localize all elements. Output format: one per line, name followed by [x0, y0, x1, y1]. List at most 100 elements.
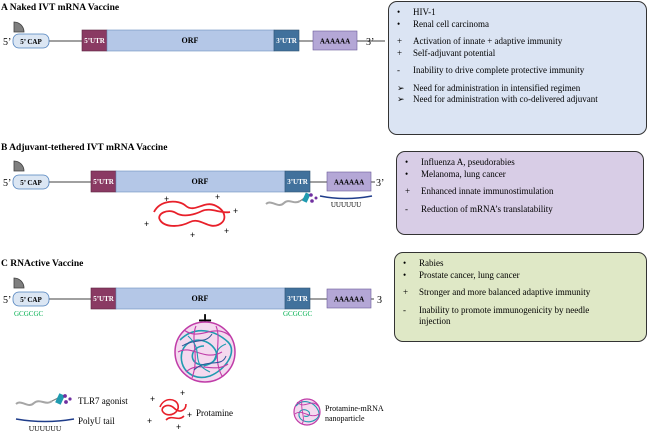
panel-b-title: B Adjuvant-tethered IVT mRNA Vaccine	[1, 143, 167, 153]
box-line-text: Inability to promote immunogenicity by n…	[419, 304, 590, 315]
box-line-marker: +	[405, 186, 411, 196]
legend-nanoparticle-icon	[293, 398, 321, 426]
panel-b-five-prime: 5’	[3, 178, 11, 189]
panel-a-orf-label: ORF	[182, 36, 199, 45]
panel-a-cap-label: 5’ CAP	[20, 38, 42, 46]
svg-text:+: +	[164, 194, 169, 204]
panel-a-title: A Naked IVT mRNA Vaccine	[1, 3, 119, 13]
panel-b-info-box: •Influenza A, pseudorabies• Melanoma, lun…	[396, 151, 644, 235]
box-line: + Stronger and more balanced adaptive imm…	[403, 287, 638, 299]
panel-a-info-box: • HIV-1 •Renal cell carcinoma + Activation o…	[388, 1, 647, 135]
legend-tlr7-agonist-icon	[15, 393, 72, 406]
panel-c-title: C RNActive Vaccine	[1, 259, 83, 269]
box-line-text: Rabies	[419, 258, 444, 268]
panel-b-utr5-label: 5’UTR	[93, 178, 115, 186]
box-line-text: Enhanced innate immunostimulation	[421, 186, 554, 196]
panel-a-three-prime: 3’	[366, 37, 374, 48]
panel-b-polya-label: AAAAAA	[334, 179, 364, 187]
panel-b-utr3	[284, 170, 311, 193]
box-line: • Melanoma, lung cancer	[405, 169, 635, 181]
svg-text:+: +	[187, 410, 192, 420]
box-line-marker: +	[397, 36, 403, 46]
panel-a-cap	[12, 33, 50, 49]
panel-a-utr3	[273, 29, 300, 52]
box-line-text: Activation of innate + adaptive immunity	[413, 36, 563, 46]
box-line: • Prostate cancer, lung cancer	[403, 270, 638, 282]
box-line: - Reduction of mRNA’s translatability	[405, 204, 635, 216]
box-line-marker: ➢	[397, 82, 405, 93]
box-line-marker	[403, 316, 419, 328]
panel-a-cap-icon	[13, 21, 25, 33]
legend-protamine-label: Protamine	[196, 408, 233, 418]
svg-text:+: +	[233, 206, 238, 216]
svg-text:+: +	[147, 416, 152, 426]
panel-b-cap	[12, 174, 50, 190]
box-line: - Inability to drive complete protective …	[397, 65, 638, 77]
panel-c-gc-left: GCGCGC	[14, 310, 44, 318]
panel-b-orf-label: ORF	[192, 177, 209, 186]
panel-c-info-box: • Rabies • Prostate cancer, lung cancer + Str…	[394, 252, 647, 342]
box-line: •Renal cell carcinoma	[397, 19, 638, 31]
box-line-marker: •	[405, 168, 409, 179]
panel-b-three-prime: 3’	[376, 178, 384, 189]
box-line-marker: -	[397, 65, 400, 75]
box-line: ➢ Need for administration with co-deliver…	[397, 94, 638, 106]
box-line-text: HIV-1	[413, 7, 436, 17]
box-line-text: injection	[419, 316, 451, 326]
panel-b-polyu-label: UUUUUU	[331, 201, 361, 209]
panel-c-cap-label: 5’ CAP	[20, 296, 42, 304]
panel-c-polya	[326, 288, 372, 309]
box-line-marker: -	[403, 304, 406, 315]
panel-c-utr3	[284, 287, 311, 310]
svg-text:+: +	[224, 226, 229, 236]
box-line-text: Prostate cancer, lung cancer	[419, 269, 520, 280]
legend-nanoparticle-line2: nanoparticle	[325, 414, 365, 423]
box-line-marker: -	[405, 203, 408, 214]
panel-b-utr3-label: 3’UTR	[287, 178, 309, 186]
panel-b-tlr7-agonist-icon	[265, 192, 318, 206]
panel-a-polya-label: AAAAAA	[320, 38, 350, 46]
box-line-marker: •	[403, 269, 407, 280]
box-line-text: Inability to drive complete protective i…	[413, 65, 585, 75]
box-line-marker: •	[397, 7, 401, 17]
panel-b-cap-icon	[13, 160, 25, 172]
box-line: +Self-adjuvant potential	[397, 48, 638, 60]
panel-c-polya-label: AAAAAA	[334, 296, 364, 304]
panel-c-three-prime: 3	[377, 295, 382, 306]
legend-tlr7-label: TLR7 agonist	[78, 396, 128, 406]
box-line-text: Influenza A, pseudorabies	[421, 157, 515, 167]
box-line-marker: +	[403, 287, 409, 297]
panel-b-polyu-tail: UUUUUU	[319, 195, 373, 209]
box-line-text: Melanoma, lung cancer	[421, 168, 506, 179]
svg-text:+: +	[144, 219, 149, 229]
legend-nanoparticle-line1: Protamine-mRNA	[325, 404, 384, 413]
box-line: •Influenza A, pseudorabies	[405, 157, 635, 169]
panel-a-utr5-label: 5’UTR	[84, 37, 106, 45]
box-line-marker: •	[403, 258, 407, 268]
panel-b-polya	[326, 171, 372, 192]
box-line-marker: ➢	[397, 94, 405, 104]
box-line-text: Renal cell carcinoma	[413, 18, 489, 29]
box-line-text: Reduction of mRNA’s translatability	[421, 203, 553, 214]
box-line: ➢Need for administration in intensified …	[397, 83, 638, 95]
panel-a-five-prime: 5’	[3, 37, 11, 48]
box-line-text: Need for administration with co-delivere…	[413, 94, 598, 104]
panel-c-orf-label: ORF	[192, 294, 209, 303]
panel-c-utr5-label: 5’UTR	[93, 295, 115, 303]
box-line: - Inability to promote immunogenicity by …	[403, 305, 638, 317]
box-line: injection	[403, 316, 638, 328]
box-line-text: Stronger and more balanced adaptive immu…	[419, 287, 591, 297]
box-line: + Enhanced innate immunostimulation	[405, 186, 635, 198]
panel-b-protamine-icon: + + + + + +	[144, 192, 238, 240]
panel-c-five-prime: 5’	[3, 295, 11, 306]
legend-polyu-icon	[15, 418, 75, 423]
svg-text:+: +	[150, 394, 155, 404]
legend-protamine-icon: + + + + +	[147, 388, 192, 432]
panel-c-gc-right: GCGCGC	[283, 310, 313, 318]
legend-polyu-seq: UUUUUU	[29, 424, 62, 433]
svg-text:+: +	[190, 230, 195, 240]
panel-b-cap-label: 5’ CAP	[20, 179, 42, 187]
panel-a-utr3-label: 3’UTR	[276, 37, 298, 45]
box-line: + Activation of innate + adaptive immunit…	[397, 36, 638, 48]
